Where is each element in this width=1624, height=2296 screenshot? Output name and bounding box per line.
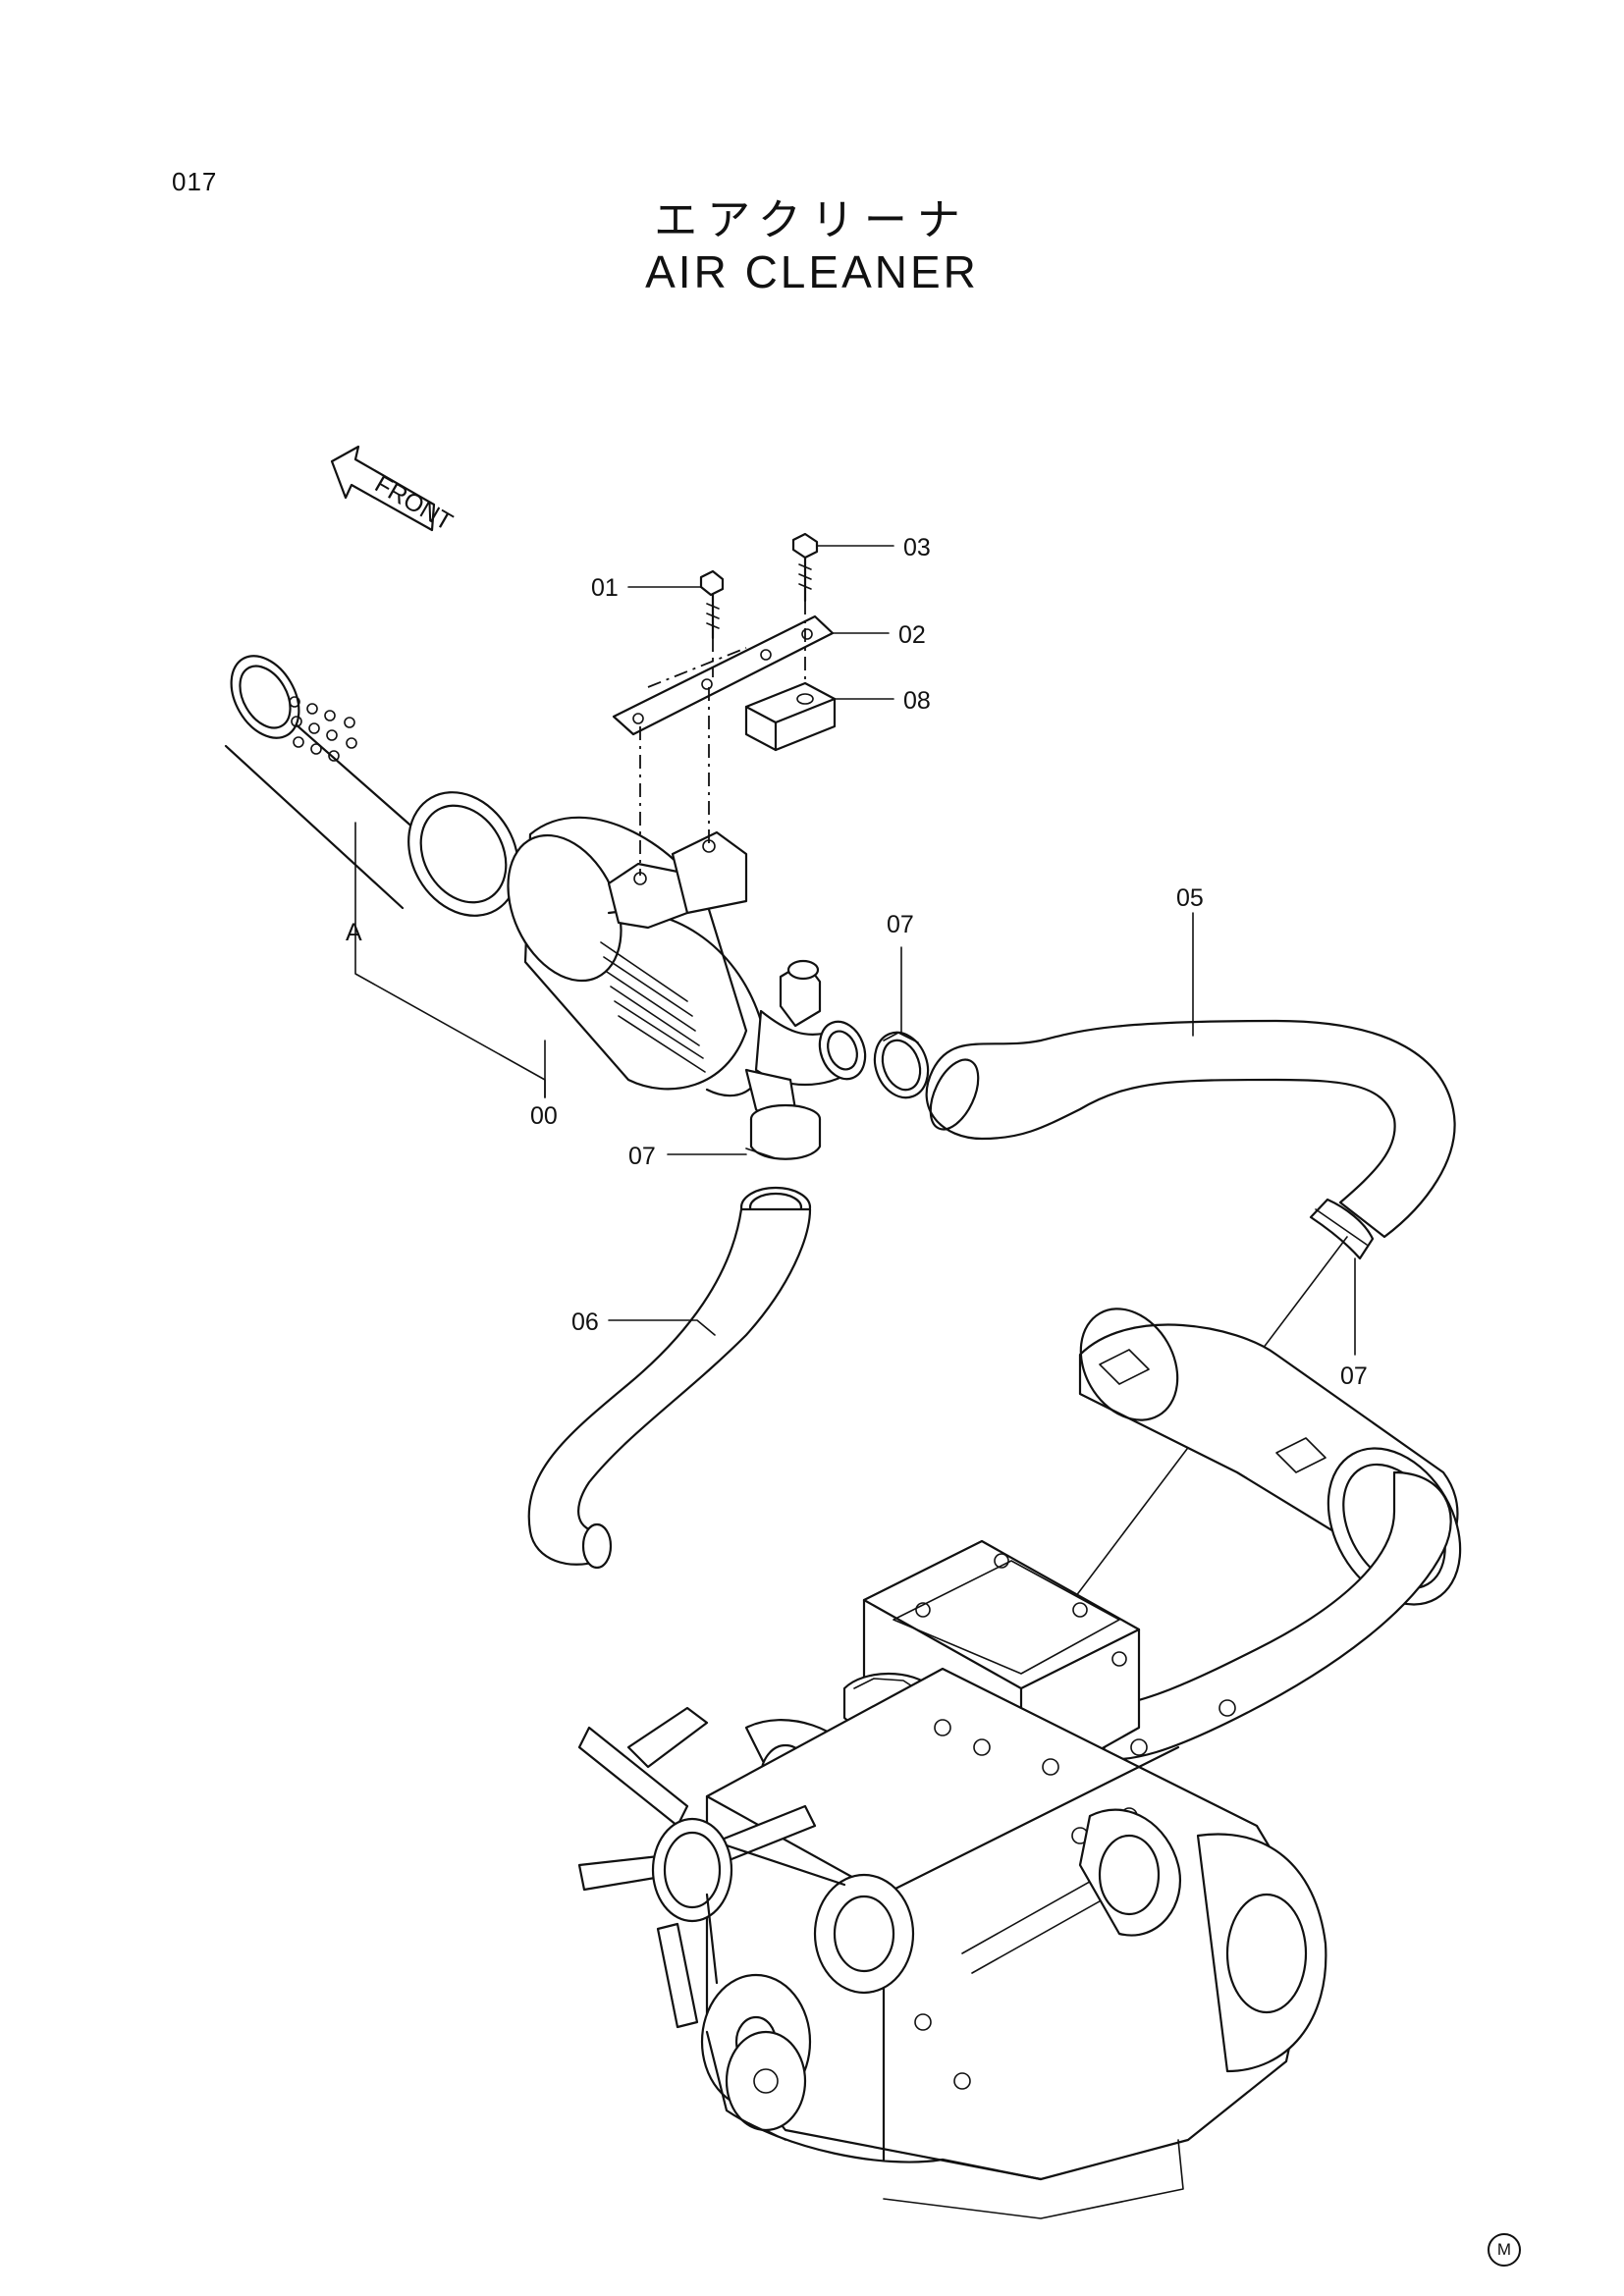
- outlet-hose-06: 06: [527, 1186, 812, 1570]
- bolt-01: 01: [591, 569, 725, 677]
- hose-clamp-lower: 07: [628, 1103, 822, 1170]
- air-cleaner-body: 00: [507, 816, 867, 1130]
- page-number: 017: [172, 167, 218, 196]
- footer-mark: M: [1488, 2233, 1521, 2267]
- bolt-03: 03: [791, 532, 931, 628]
- label-07-upper: 07: [887, 911, 914, 938]
- hose-clamp-upper: 07: [873, 911, 930, 1099]
- spacer-block-08: 08: [744, 681, 931, 752]
- front-arrow-icon: FRONT: [330, 445, 458, 536]
- label-06: 06: [571, 1308, 599, 1336]
- label-03: 03: [903, 534, 931, 561]
- hose-clamp-right: 07: [1309, 1198, 1375, 1390]
- label-01: 01: [591, 574, 619, 602]
- label-05: 05: [1176, 884, 1204, 912]
- engine-assembly: [577, 1308, 1462, 2219]
- label-07-lower: 07: [628, 1143, 656, 1170]
- title-japanese: エアクリーナ: [654, 195, 970, 245]
- label-02: 02: [898, 621, 926, 649]
- title-english: AIR CLEANER: [645, 246, 979, 297]
- safety-element: [224, 655, 519, 917]
- label-08: 08: [903, 687, 931, 715]
- detail-a-label: A: [346, 919, 362, 946]
- label-07-right: 07: [1340, 1362, 1368, 1390]
- label-00: 00: [530, 1102, 558, 1130]
- mounting-bracket: 02: [612, 614, 926, 876]
